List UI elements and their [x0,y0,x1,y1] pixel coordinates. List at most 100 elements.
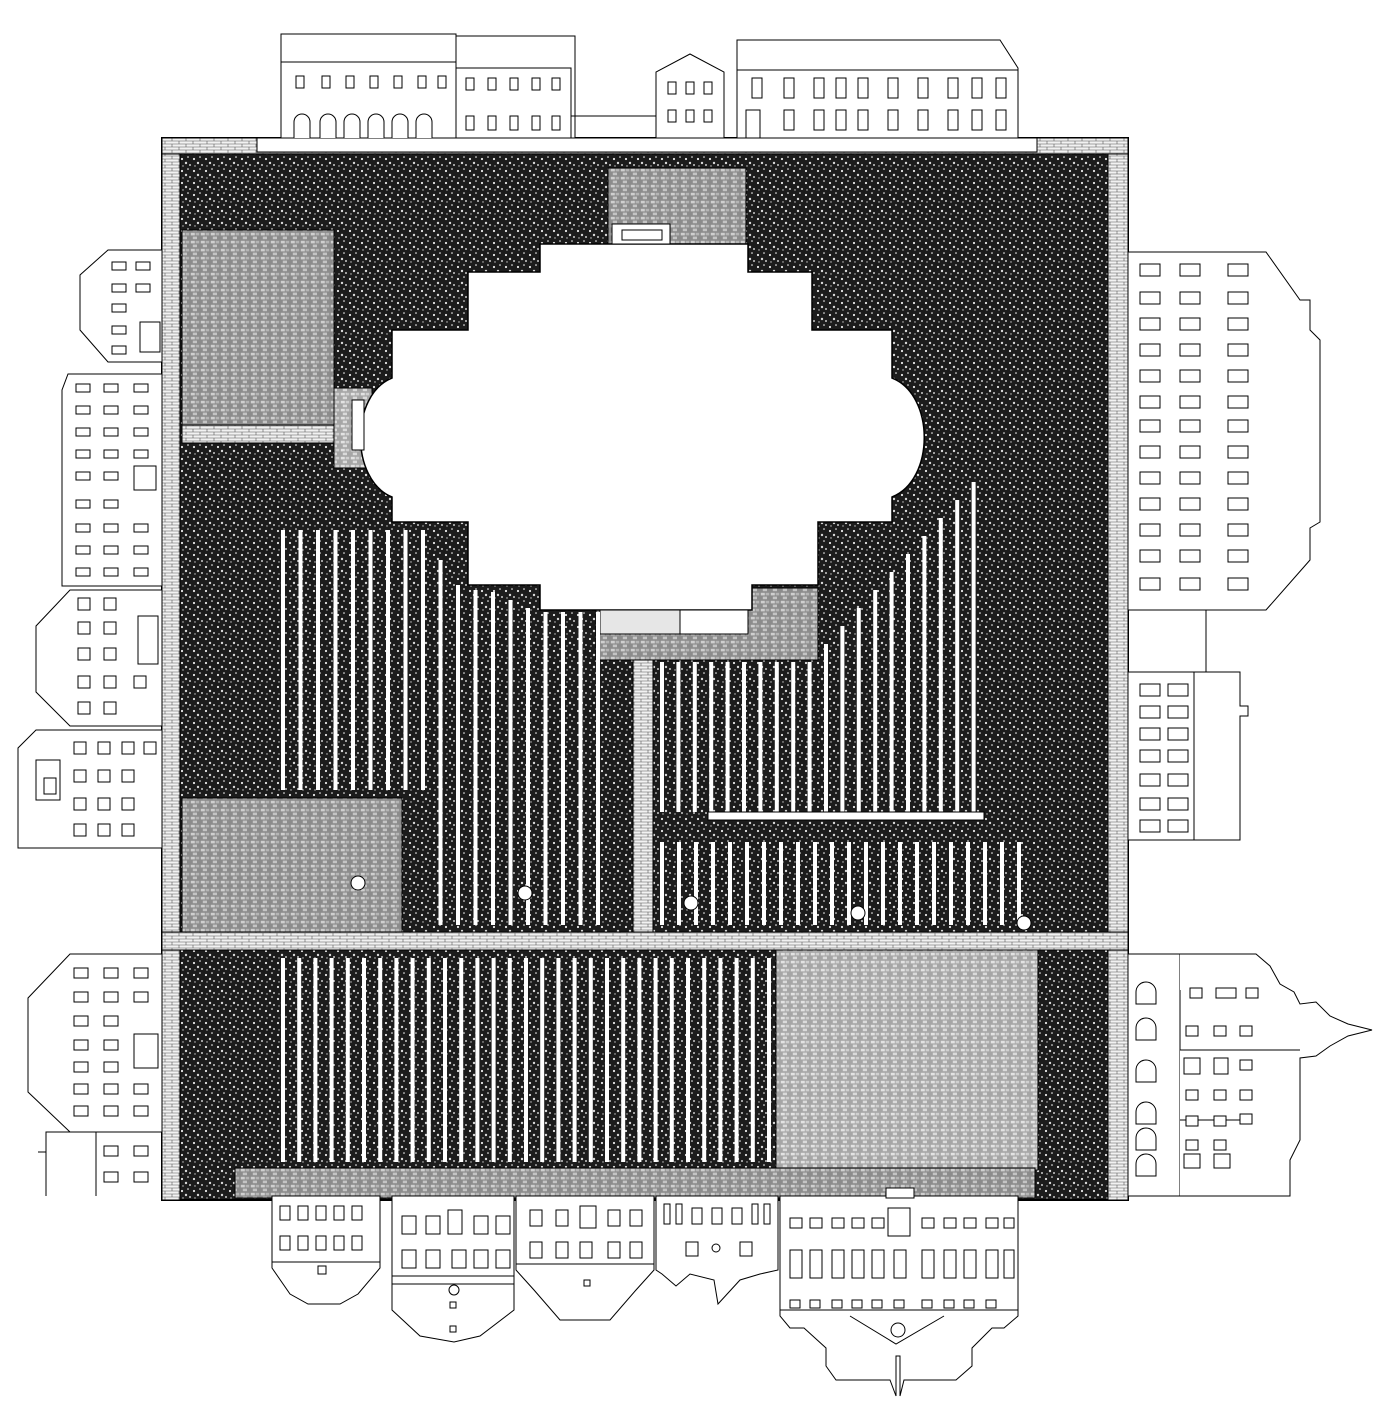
facade-left-4 [17,729,163,849]
tree-row [938,518,943,812]
tree-row [426,958,431,1162]
tree-row [734,958,739,1162]
tree-row [955,500,960,812]
facades-right [1127,251,1373,1197]
tree-row [605,958,609,1162]
facade-left-3 [35,589,163,727]
cobble-zone-lower-right [775,949,1039,1171]
tree-row [403,530,408,790]
cobble-zone-lower-left [181,797,403,933]
tree-row [864,842,868,925]
facade-bottom-5 [779,1187,1019,1397]
facade-left-5 [27,953,163,1133]
tree-row [459,958,464,1162]
tree-row [386,530,390,790]
facade-top-4 [736,39,1019,139]
tree-row [824,644,828,812]
brick-path-center [632,659,654,933]
tree-row [333,530,338,790]
tree-row [906,554,910,812]
tree-row [873,590,878,812]
tree-row [508,600,513,925]
tree-row [676,662,681,812]
tree-row [443,958,447,1162]
tree-row [758,662,763,812]
tree-row [745,842,749,925]
tree-row [596,612,600,925]
tree-row [677,842,681,925]
tree-row [971,482,976,812]
hedge-line [707,811,985,821]
tree-row [362,958,366,1162]
facade-left-2 [61,373,163,587]
tree-row [637,958,642,1162]
tree-row [725,662,730,812]
tree-row [889,572,894,812]
facade-right-1 [1127,251,1321,672]
tree-row [578,612,583,925]
tree-row [660,662,664,812]
tree-row [351,530,355,790]
tree-row [966,842,970,925]
round-marker [350,875,366,891]
facade-top-3 [655,53,725,139]
tree-row [572,958,577,1162]
tree-row [491,958,496,1162]
tree-row [1017,842,1021,925]
tree-row [669,958,674,1162]
facades-left [17,249,163,1196]
tree-row [524,958,528,1162]
tree-row [653,958,658,1162]
tree-row [540,958,545,1162]
tree-row [1000,842,1004,925]
tree-row [856,608,861,812]
tree-rows [281,482,1021,1162]
church-footprint [351,223,925,635]
facades-top [280,33,1019,139]
tree-row [297,958,302,1162]
tree-row [329,958,334,1162]
tree-row [438,560,443,925]
facades-bottom [271,1187,1019,1397]
facade-bottom-1 [271,1195,381,1305]
tree-row [313,958,318,1162]
tree-row [750,958,755,1162]
tree-row [813,842,817,925]
tree-row [949,842,953,925]
tree-row [281,530,285,790]
facade-left-6 [38,1131,162,1196]
tree-row [378,958,383,1162]
facade-right-3 [1127,953,1373,1197]
tree-row [774,662,779,812]
tree-row [621,958,626,1162]
tree-row [686,958,690,1162]
tree-row [915,842,919,925]
round-marker [1016,915,1032,931]
tree-row [718,958,723,1162]
round-marker [850,905,866,921]
tree-row [791,662,796,812]
tree-row [507,958,512,1162]
tree-row [983,842,987,925]
tree-row [767,958,771,1162]
tree-row [491,592,495,925]
tree-row [526,608,530,925]
round-marker [683,895,699,911]
tree-row [881,842,885,925]
tree-row [742,662,746,812]
cobble-zone-upper-left [181,229,335,426]
round-marker [517,885,533,901]
tree-row [932,842,936,925]
tree-row [807,662,812,812]
tree-row [316,530,320,790]
facade-top-wall [571,115,657,138]
tree-row [779,842,783,925]
round-markers [350,875,1032,931]
tree-row [281,958,285,1162]
tree-row [709,662,714,812]
tree-row [561,612,565,925]
tree-row [473,590,478,925]
tree-row [728,842,732,925]
tree-row [830,842,834,925]
